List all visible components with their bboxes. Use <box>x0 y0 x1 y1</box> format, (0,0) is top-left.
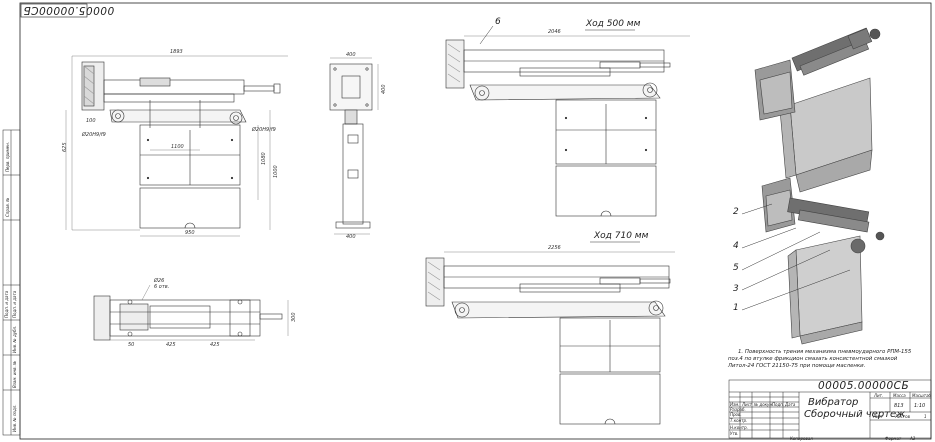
dim-top-c: 425 <box>210 342 220 348</box>
callout-1: 1 <box>733 303 739 313</box>
heading-stroke-500: Ход 500 мм <box>586 19 641 29</box>
tb-scale-val: 1:10 <box>914 403 926 409</box>
dim-top-right: 300 <box>291 312 297 322</box>
dim-front-right2: 1000 <box>273 165 279 178</box>
iso-view-bottom <box>761 177 885 345</box>
corner-stamp-box <box>20 3 88 18</box>
side-dims <box>330 57 379 235</box>
iso-view-top <box>754 27 881 193</box>
note-line-2: поз.4 по втулке фрикцион смазать консист… <box>728 356 898 362</box>
front-view <box>81 61 281 229</box>
title-block <box>728 379 932 439</box>
note-line-3: Литол-24 ГОСТ 21150-75 при помощи маслен… <box>728 363 866 369</box>
corner-number: 00005.00000СБ <box>23 4 115 16</box>
callout-6: 6 <box>495 17 501 27</box>
tb-sheet-label: Лист <box>873 414 884 419</box>
dim-front-hole-a: Ø20H9/f9 <box>82 132 106 138</box>
dim-v710-top: 2256 <box>548 245 561 251</box>
tb-col-scale: Масштаб <box>912 393 932 398</box>
tb-row-sign: Подп. <box>772 402 785 407</box>
dim-front-bottom: 950 <box>185 230 195 236</box>
dim-side-right: 400 <box>381 84 387 94</box>
footer-format-val: А3 <box>910 436 916 441</box>
footer-copied: Копировал <box>790 436 813 441</box>
iso-leaders <box>741 203 851 311</box>
dim-front-mid: 1100 <box>171 144 184 150</box>
tb-row-date: Дата <box>785 402 796 407</box>
strip-sign-date-2: Подп. и дата <box>4 290 9 318</box>
dim-front-hole-b: Ø20H9/f9 <box>252 127 276 133</box>
tb-role-approve: Утв. <box>730 431 739 436</box>
strip-first-use: Перв. примен. <box>5 141 10 172</box>
dim-top-left2: 6 отв. <box>154 284 170 290</box>
tb-sheets-label: Листов <box>895 414 910 419</box>
dim-top-a: 50 <box>128 342 135 348</box>
callout-4: 4 <box>733 241 739 251</box>
dim-side-top: 400 <box>346 52 356 58</box>
top-view <box>93 295 283 341</box>
tb-role-dev: Разраб. <box>730 407 746 412</box>
side-strip <box>2 129 21 436</box>
side-view <box>329 63 373 229</box>
tb-col-lit: Лит. <box>874 393 884 398</box>
dim-side-bottom: 400 <box>346 234 356 240</box>
callout-2: 2 <box>733 207 739 217</box>
footer-format: Формат <box>885 436 902 441</box>
dim-front-left: 625 <box>62 142 68 152</box>
tb-role-check: Пров. <box>730 412 742 417</box>
tb-col-mass: Масса <box>893 393 906 398</box>
dim-front-small: 100 <box>86 118 96 124</box>
tb-designation: 00005.00000СБ <box>818 380 910 392</box>
dim-front-right: 1080 <box>261 152 267 165</box>
strip-inv-dup: Инв. № дубл. <box>12 325 17 353</box>
v500-leader-6 <box>479 25 494 45</box>
strip-inv-orig: Инв. № подл. <box>12 404 17 432</box>
view-stroke-500 <box>445 39 671 217</box>
dim-v500-top: 2046 <box>548 29 561 35</box>
dim-top-b: 425 <box>166 342 176 348</box>
tb-name-line1: Вибратор <box>808 397 859 408</box>
tb-row-doc: № докум. <box>754 402 774 407</box>
strip-sign-date-1: Подп. и дата <box>12 290 17 318</box>
top-dims <box>110 284 289 341</box>
strip-ref-no: Справ. № <box>5 197 10 217</box>
tb-role-ncontrol: Н.контр. <box>730 425 748 430</box>
tb-row-izm: Изм. <box>730 402 740 407</box>
heading-stroke-710: Ход 710 мм <box>594 231 649 241</box>
dim-front-top: 1893 <box>170 49 183 55</box>
front-dims <box>65 55 288 237</box>
tb-sheets-val: 1 <box>924 414 927 419</box>
tb-row-list: Лист <box>742 402 753 407</box>
tb-name-line2: Сборочный чертеж <box>804 409 906 420</box>
note-line-1: 1. Поверхность трения механизма пневмоуд… <box>738 349 912 355</box>
strip-replace-inv: Взам. инв. № <box>12 360 17 388</box>
view-stroke-710 <box>425 257 671 425</box>
tb-role-tcontrol: Т.контр. <box>730 418 748 423</box>
callout-3: 3 <box>733 284 739 294</box>
callout-5: 5 <box>733 263 739 273</box>
tb-mass-val: 813 <box>894 403 904 409</box>
dim-top-left: Ø26 <box>154 278 165 284</box>
